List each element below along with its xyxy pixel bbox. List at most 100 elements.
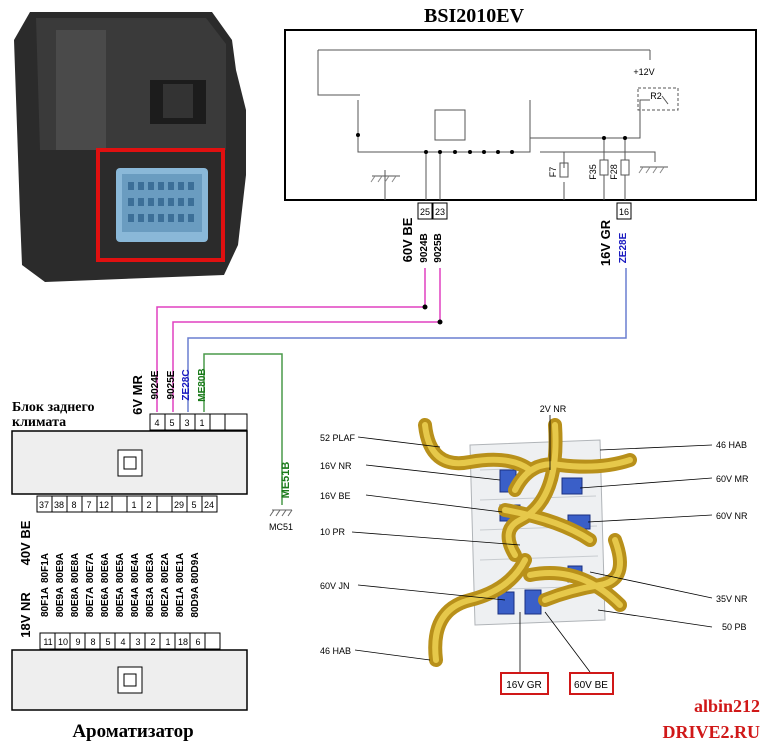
bsi-hatch [370, 166, 665, 183]
harness-label: 60V JN [320, 581, 350, 591]
bus-wire-label: 80E8A [70, 553, 81, 584]
clim-wire-label: ME80B [197, 368, 208, 401]
bsi-supply-label: +12V [633, 67, 654, 77]
harness-label: 16V NR [320, 461, 352, 471]
ground-symbol [269, 509, 293, 517]
arom-pin-number: 6 [195, 637, 200, 647]
bus-wire-label: 80E2A [160, 553, 171, 584]
harness-label: 50 PB [722, 622, 747, 632]
arom-pin-number: 5 [105, 637, 110, 647]
bsi-pin-number: 16 [619, 207, 629, 217]
arom-pin-number: 3 [135, 637, 140, 647]
bus-wire-label: 80E7A [85, 587, 96, 618]
bsi-pin-number: 25 [420, 207, 430, 217]
arom-pin-number: 11 [43, 637, 52, 647]
chip-icon [117, 449, 143, 477]
arom-pins [39, 632, 221, 650]
bsi-pin-number: 23 [435, 207, 445, 217]
bus-wire-label: 80E5A [115, 553, 126, 584]
bsi-pin-box [417, 202, 433, 220]
bus-wire-label: 80E4A [130, 587, 141, 618]
wires [156, 268, 627, 505]
wire-junction [422, 304, 428, 310]
bsi-relay-label: R2 [650, 91, 662, 101]
clim-bottom-pin: 37 [39, 500, 49, 510]
bsi-box [284, 29, 757, 201]
bsi-title: BSI2010EV [424, 5, 525, 27]
harness-label: 16V BE [320, 491, 351, 501]
clim-bottom-pin: 8 [71, 500, 76, 510]
bsi-pin-box [432, 202, 448, 220]
highlight-box [500, 672, 549, 695]
bus-wire-label: 80E8A [70, 587, 81, 618]
wire-ze28 [187, 268, 627, 412]
clim-bottom-pin: 7 [86, 500, 91, 510]
arom-connector-label: 18V NR [18, 592, 33, 638]
harness-label: 2V NR [540, 404, 567, 414]
bsi-wire-label: ZE28E [618, 232, 629, 263]
arom-pin-number: 4 [120, 637, 125, 647]
bus-wire-label: 80E1A [175, 553, 186, 584]
bsi-harness-right: 16V GR [598, 219, 613, 266]
bus-wire-label: 80E7A [85, 553, 96, 584]
ground-wire-label: ME51B [280, 462, 292, 499]
harness-label: 35V NR [716, 594, 748, 604]
harness-label: 10 PR [320, 527, 346, 537]
bus-wire-label: 80D9A [190, 552, 201, 583]
arom-pin-number: 18 [178, 637, 188, 647]
clim-pin-number: 5 [169, 418, 174, 428]
harness-label: 52 PLAF [320, 433, 356, 443]
clim-bottom-pin: 24 [204, 500, 214, 510]
bsi-photo [0, 0, 270, 290]
wire-label-column: 80F1A 80E9A 80E8A 80E7A 80E6A 80E5A 80E4… [40, 552, 201, 617]
watermark-line1: albin212 [694, 696, 760, 716]
harness-label: 46 HAB [320, 646, 351, 656]
wire-9025 [172, 268, 441, 412]
bus-wire-label: 80E9A [55, 587, 66, 618]
wire-junction [437, 319, 443, 325]
clim-wire-label: 9025E [166, 370, 177, 399]
watermark-line2: DRIVE2.RU [662, 722, 760, 742]
clim-bottom-pins [36, 495, 218, 513]
bus-wire-label: 80E9A [55, 553, 66, 584]
clim-bottom-connector: 40V BE [18, 520, 33, 565]
clim-bottom-pin: 1 [131, 500, 136, 510]
highlight-label: 60V BE [574, 680, 608, 691]
fuse-label: F35 [588, 164, 598, 180]
bsi-wire-label: 9025B [433, 233, 444, 262]
bus-wire-label: 80E3A [145, 587, 156, 618]
highlight-box [569, 672, 614, 695]
arom-unit-box [11, 649, 248, 711]
arom-pin-number: 8 [90, 637, 95, 647]
harness-label: 46 HAB [716, 440, 747, 450]
fuse-label: F7 [548, 167, 558, 178]
bsi-harness-left: 60V BE [400, 217, 415, 262]
bus-wire-label: 80E2A [160, 587, 171, 618]
clim-bottom-pin: 12 [99, 500, 109, 510]
arom-title: Ароматизатор [72, 721, 193, 742]
clim-pin-number: 1 [199, 418, 204, 428]
clim-wire-label: ZE28C [181, 369, 192, 400]
chip-icon [117, 666, 143, 694]
highlight-label: 16V GR [506, 680, 542, 691]
bus-wire-label: 80F1A [40, 553, 51, 583]
bsi-pin-box [616, 202, 632, 220]
fuse-label: F28 [609, 164, 619, 180]
bsi-wire-label: 9024B [419, 233, 430, 262]
arom-pin-number: 9 [75, 637, 80, 647]
arom-pin-number: 2 [150, 637, 155, 647]
clim-title-line2: климата [12, 415, 66, 430]
arom-pin-number: 10 [58, 637, 68, 647]
arom-pin-number: 1 [165, 637, 170, 647]
bsi-internal-wiring [317, 49, 679, 200]
ground-point-label: MC51 [269, 522, 293, 532]
bus-wire-label: 80E6A [100, 553, 111, 584]
bus-wire-label: 80E1A [175, 587, 186, 618]
clim-bottom-pin: 5 [191, 500, 196, 510]
clim-bottom-pin: 38 [54, 500, 64, 510]
bus-wire-label: 80E6A [100, 587, 111, 618]
wire-me51 [203, 353, 283, 505]
clim-top-pins [149, 413, 248, 431]
clim-wire-label: 9024E [150, 370, 161, 399]
